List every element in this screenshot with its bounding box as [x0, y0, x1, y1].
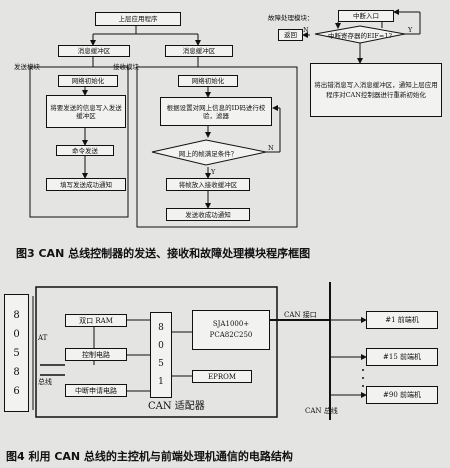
net-init-recv-box: 网络初始化: [178, 75, 238, 87]
filter-id-box: 根据设置对网上信息的ID码进行校验，滤器: [160, 97, 272, 126]
mcu-digit: 5: [158, 359, 164, 369]
can-bus-label: CAN 总线: [305, 407, 338, 415]
at-bus-column: 8 0 5 8 6: [4, 294, 29, 412]
return-box: 返回: [278, 29, 303, 41]
bus-digit: 6: [13, 385, 20, 397]
interrupt-entry-box: 中断入口: [338, 10, 394, 22]
mcu-8051-box: 8 0 5 1: [150, 312, 172, 398]
mcu-digit: 1: [158, 377, 164, 387]
node-15-box: #15 前端机: [366, 348, 438, 366]
mcu-digit: 8: [158, 323, 164, 333]
at-label: AT: [38, 334, 48, 342]
can-port-label: CAN 接口: [284, 311, 317, 319]
dual-ram-box: 双口 RAM: [65, 314, 127, 327]
load-info-box: 将要发送的信息写入发送缓冲区: [46, 95, 126, 128]
bus-digit: 5: [13, 347, 20, 359]
pca-label: PCA82C250: [209, 331, 253, 339]
cond-no-label: N: [268, 144, 274, 152]
figure4-caption: 图4 利用 CAN 总线的主控机与前端处理机通信的电路结构: [6, 450, 293, 463]
fill-notice-box: 填写发送成功通知: [46, 178, 126, 191]
sja-pca-box: SJA1000+ PCA82C250: [192, 310, 270, 350]
interrupt-req-box: 中断申请电路: [65, 384, 127, 397]
err-cond-label: 中断寄存器的EIF=1?: [328, 32, 392, 40]
recv-notice-box: 发送收成功通知: [166, 208, 250, 221]
upper-app-box: 上层应用程序: [95, 12, 181, 26]
put-recv-box: 将帧放入接收缓冲区: [166, 178, 250, 191]
recv-buffer-box: 消息缓冲区: [165, 45, 233, 57]
recv-module-label: 接收模块: [113, 63, 139, 71]
adapter-label: CAN 适配器: [148, 401, 205, 412]
cond-diamond-label: 网上的帧满足条件？: [178, 150, 238, 158]
eprom-box: EPROM: [192, 370, 252, 383]
fault-module-label: 故障处理模块：: [268, 14, 314, 22]
cond-yes-label: Y: [211, 168, 216, 176]
fault-no-label: N: [303, 26, 309, 34]
net-init-send-box: 网络初始化: [58, 75, 118, 87]
bus-digit: 8: [13, 309, 20, 321]
bus-label: 总线: [38, 378, 52, 386]
node-1-box: #1 前端机: [366, 311, 438, 329]
figure3-caption: 图3 CAN 总线控制器的发送、接收和故障处理模块程序框图: [16, 247, 311, 260]
mcu-digit: 0: [158, 341, 164, 351]
bus-digit: 0: [13, 328, 20, 340]
send-module-label: 发送模块: [14, 63, 40, 71]
cmd-send-box: 命令发送: [56, 145, 114, 156]
fault-yes-label: Y: [408, 26, 413, 34]
bus-digit: 8: [13, 366, 20, 378]
sja-label: SJA1000+: [212, 320, 250, 328]
fault-action-box: 将出错消息写入消息缓冲区，通知上层应用程序对CAN控制器进行重新初始化: [310, 63, 442, 117]
send-buffer-box: 消息缓冲区: [58, 45, 130, 57]
control-box: 控制电路: [65, 348, 127, 361]
node-90-box: #90 前端机: [366, 386, 438, 404]
